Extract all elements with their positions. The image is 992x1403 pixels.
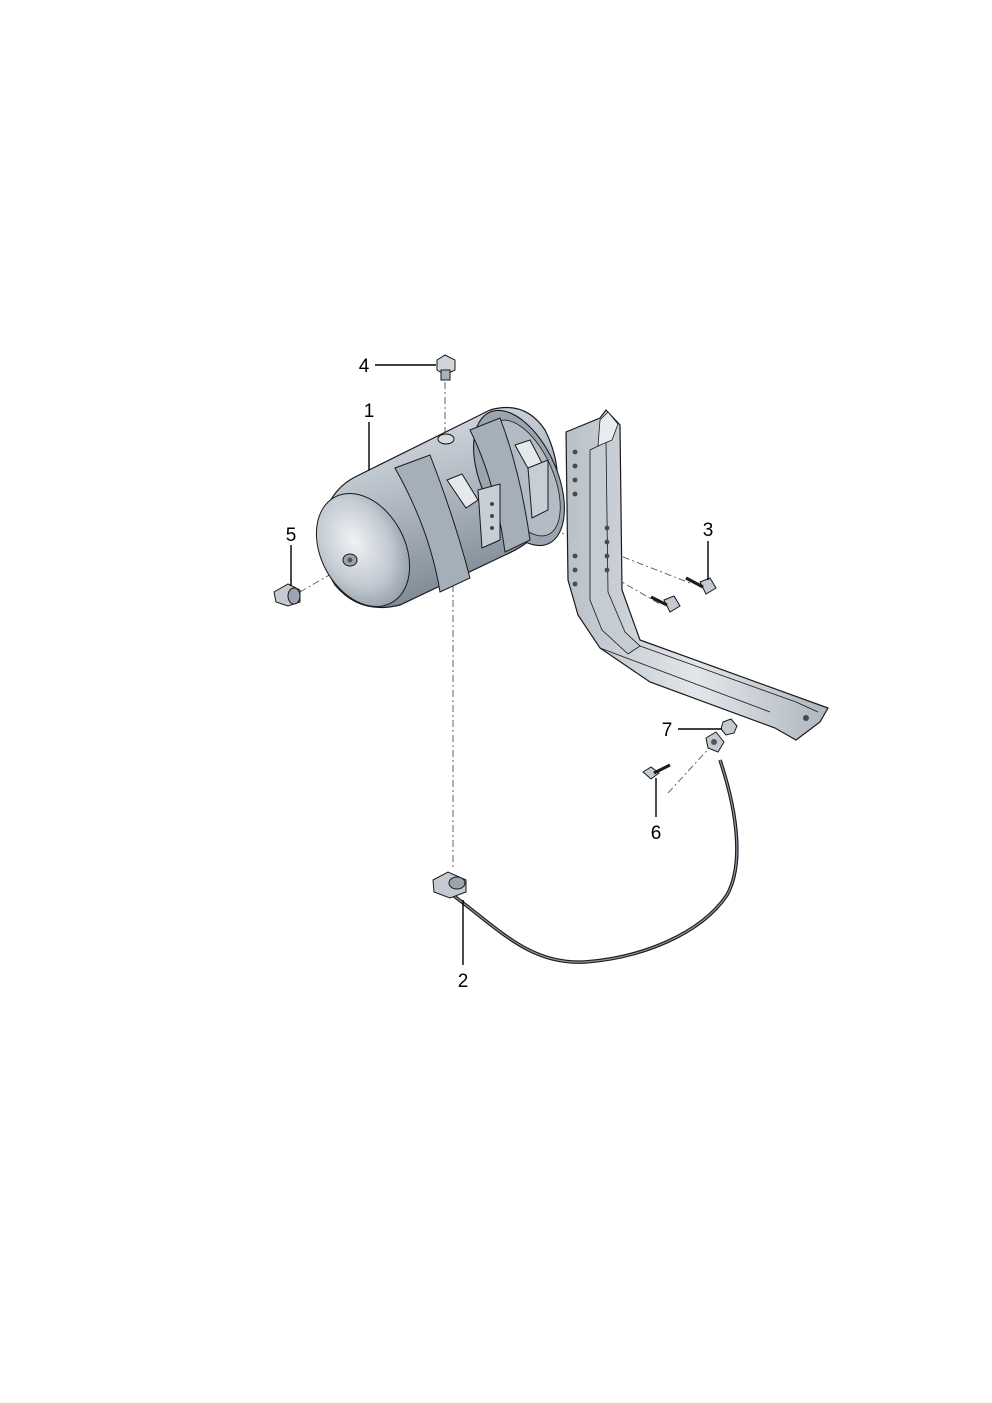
callout-1: 1 — [364, 401, 375, 422]
callout-2: 2 — [458, 971, 469, 992]
screw-part-3 — [685, 576, 717, 595]
callout-5: 5 — [286, 525, 297, 546]
callout-6: 6 — [651, 823, 662, 844]
air-tank — [315, 406, 565, 609]
callout-7: 7 — [662, 720, 673, 741]
callout-labels: 1 2 3 4 5 6 7 — [286, 356, 714, 992]
plug-part-4 — [436, 354, 456, 381]
bolt-part-6 — [642, 763, 671, 780]
callout-4: 4 — [359, 356, 370, 377]
nut-part-7 — [720, 718, 738, 736]
drain-valve-part-5 — [273, 583, 301, 607]
screw-secondary — [650, 595, 681, 613]
callout-3: 3 — [703, 520, 714, 541]
mounting-bracket — [565, 409, 829, 741]
ground-cable-part-2 — [432, 731, 739, 964]
leader-lines — [290, 364, 722, 965]
